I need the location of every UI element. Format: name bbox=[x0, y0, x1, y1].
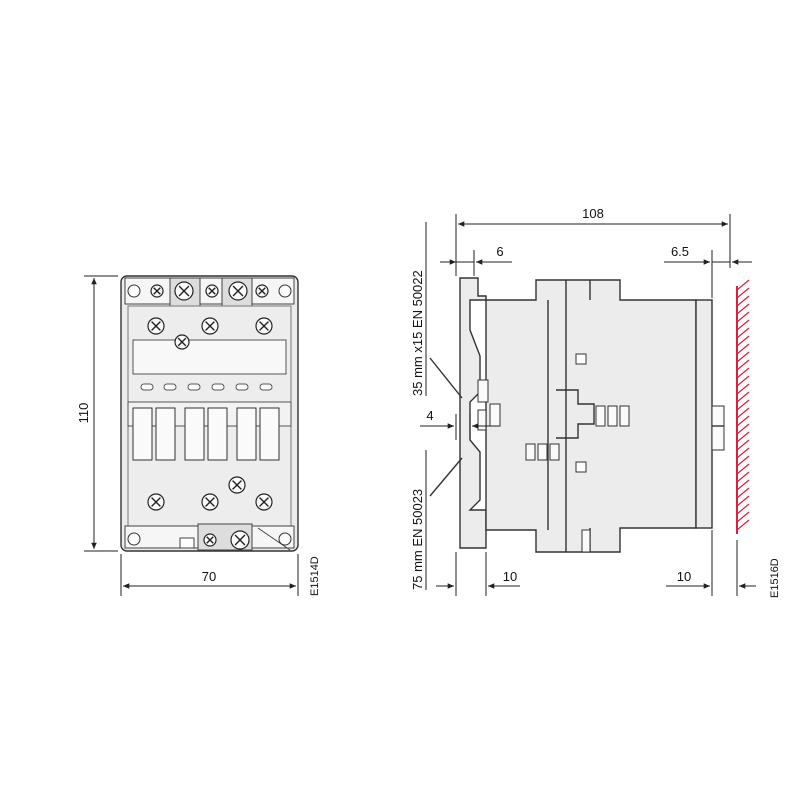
side-right-offset-dimension: 6.5 bbox=[664, 244, 752, 298]
side-front-face bbox=[695, 299, 713, 529]
side-bottom-right-dimension: 10 bbox=[666, 530, 756, 596]
front-label-window bbox=[132, 339, 287, 375]
screw-icon bbox=[255, 317, 273, 335]
screw-icon bbox=[228, 281, 248, 301]
front-screws bbox=[147, 281, 273, 550]
front-height-dimension: 110 bbox=[76, 275, 118, 552]
side-rail-offset-dimension: 4 bbox=[420, 408, 500, 440]
side-bottom-left-label: 10 bbox=[503, 569, 517, 584]
side-depth-dimension: 108 bbox=[455, 206, 731, 276]
side-vent-slats bbox=[525, 405, 630, 461]
rail-35-label: 35 mm x15 EN 50022 bbox=[410, 270, 425, 396]
front-width-label: 70 bbox=[202, 569, 216, 584]
side-bottom-right-label: 10 bbox=[677, 569, 691, 584]
mount-hole-icon bbox=[127, 532, 141, 546]
screw-icon bbox=[201, 493, 219, 511]
mount-hole-icon bbox=[278, 532, 292, 546]
side-view: 108 6 6.5 4 bbox=[410, 206, 781, 598]
screw-icon bbox=[203, 533, 217, 547]
side-depth-label: 108 bbox=[582, 206, 604, 221]
mounting-wall bbox=[736, 279, 750, 534]
rail-75-label: 75 mm EN 50023 bbox=[410, 489, 425, 590]
screw-icon bbox=[230, 530, 250, 550]
side-main-body bbox=[485, 279, 697, 553]
screw-icon bbox=[147, 493, 165, 511]
side-drawing-code: E1516D bbox=[769, 558, 781, 598]
wall-hatch bbox=[736, 279, 750, 531]
screw-icon bbox=[174, 334, 190, 350]
side-rail-offset-label: 4 bbox=[426, 408, 433, 423]
side-terminal bbox=[711, 405, 725, 451]
side-right-offset-label: 6.5 bbox=[671, 244, 689, 259]
screw-icon bbox=[255, 493, 273, 511]
front-width-dimension: 70 bbox=[120, 554, 299, 596]
screw-icon bbox=[174, 281, 194, 301]
mount-hole-icon bbox=[278, 284, 292, 298]
side-left-offset-label: 6 bbox=[496, 244, 503, 259]
front-height-label: 110 bbox=[76, 403, 91, 424]
screw-icon bbox=[228, 476, 246, 494]
screw-icon bbox=[255, 284, 269, 298]
front-slot-row bbox=[140, 383, 273, 391]
side-bottom-left-dimension: 10 bbox=[436, 552, 520, 596]
front-view: 110 70 E1514D bbox=[76, 275, 321, 596]
side-left-offset-dimension: 6 bbox=[440, 244, 512, 276]
mount-hole-icon bbox=[127, 284, 141, 298]
screw-icon bbox=[150, 284, 164, 298]
screw-icon bbox=[147, 317, 165, 335]
front-drawing-code: E1514D bbox=[309, 556, 321, 596]
screw-icon bbox=[205, 284, 219, 298]
screw-icon bbox=[201, 317, 219, 335]
front-contact-blocks bbox=[132, 407, 280, 461]
